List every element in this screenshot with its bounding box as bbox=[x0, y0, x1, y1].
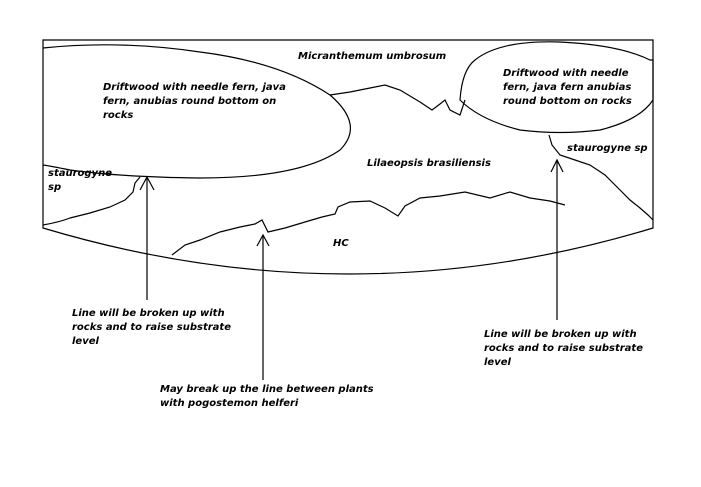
note-middle: May break up the line between plants wit… bbox=[160, 384, 374, 409]
label-driftwood-right: Driftwood with needle fern, java fern an… bbox=[503, 68, 632, 107]
right-staurogyne-boundary bbox=[548, 134, 654, 221]
note-left: Line will be broken up with rocks and to… bbox=[72, 308, 231, 347]
label-staurogyne-left: staurogyne sp bbox=[48, 168, 112, 193]
label-driftwood-left: Driftwood with needle fern, java fern, a… bbox=[103, 82, 286, 121]
note-right: Line will be broken up with rocks and to… bbox=[484, 329, 643, 368]
left-staurogyne-boundary bbox=[42, 176, 141, 226]
arrow-middle-head bbox=[256, 233, 270, 247]
arrow-left-head bbox=[139, 175, 155, 191]
left-driftwood-shape bbox=[42, 44, 351, 179]
arrow-right-head bbox=[550, 158, 564, 173]
label-staurogyne-right: staurogyne sp bbox=[567, 143, 648, 154]
label-micranthemum: Micranthemum umbrosum bbox=[298, 51, 447, 62]
label-hc: HC bbox=[333, 238, 349, 249]
hc-boundary bbox=[171, 191, 566, 256]
label-lilaeopsis: Lilaeopsis brasiliensis bbox=[367, 158, 491, 169]
midground-ridge bbox=[329, 84, 466, 116]
right-driftwood-shape bbox=[459, 41, 654, 134]
tank-outline bbox=[42, 39, 654, 275]
